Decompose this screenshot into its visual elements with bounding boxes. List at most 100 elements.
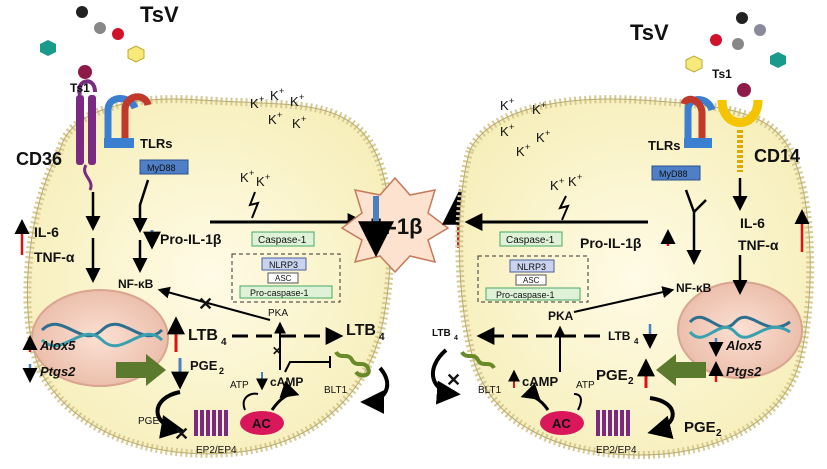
svg-text:K: K [536,130,545,145]
svg-text:+: + [301,114,306,124]
right-tnfa-label: TNF-α [738,237,779,253]
svg-text:+: + [525,142,530,152]
right-nfkb-label: NF-κB [676,281,712,295]
right-pka-label: PKA [548,309,574,323]
svg-text:Caspase-1: Caspase-1 [506,235,555,246]
svg-text:4: 4 [379,332,385,343]
right-ts1-label: Ts1 [712,67,732,81]
left-toxin-particle [76,6,88,18]
right-ep-label: EP2/EP4 [596,445,637,456]
right-alox5-label: Alox5 [725,338,762,353]
svg-text:K: K [256,174,265,189]
right-cell: TsV Ts1 CD14 TLRs MyD88 K+ K+ K+ K+ K+ K… [430,12,815,460]
right-potassium-ions: K+ K+ K+ K+ K+ K+ K+ [500,96,582,193]
left-camp-label: cAMP [270,375,303,389]
svg-text:+: + [249,168,254,178]
right-myd88-label: MyD88 [659,169,688,179]
right-camp-label: cAMP [522,374,558,389]
right-procaspase-label: Pro-caspase-1 [496,290,555,300]
left-myd88-box [139,159,189,175]
svg-text:+: + [259,94,264,104]
right-green-arrow [656,354,706,386]
right-nlrp3-label: NLRP3 [517,262,546,272]
right-caspase-box [499,231,563,247]
right-ltb4-label: LTB [608,329,631,343]
cd36-label: CD36 [16,149,62,169]
left-cell: TsV Ts1 CD36 TLRs MyD88 K+ K+ K+ K+ K+ K… [14,2,395,458]
left-ac-icon [240,411,284,435]
left-atp-label: ATP [230,380,249,391]
cd14-receptor-icon [717,99,763,172]
right-blt1-receptor-icon [460,350,496,370]
right-ep-receptor-icon [596,410,630,436]
svg-text:K: K [268,112,277,127]
svg-text:K: K [568,174,577,189]
left-asc-label: ASC [275,274,292,283]
right-blt1-loop-arrow [430,348,461,405]
right-myd88-box [651,165,701,181]
left-tlr-receptor-icon [104,93,152,148]
left-blt1-receptor-icon [334,350,371,378]
svg-text:+: + [541,100,546,110]
left-pge2-label: PGE [190,358,218,373]
right-ltb4-ext-label: LTB [432,328,451,339]
svg-text:+: + [559,176,564,186]
right-pge2-loop-arrow [647,396,675,439]
left-ep-receptor-icon [194,410,228,436]
left-pge2-loop-arrow [155,390,185,439]
svg-text:+: + [279,86,284,96]
left-ptgs2-label: Ptgs2 [40,364,76,379]
svg-text:K: K [516,144,525,159]
left-tnfa-label: TNF-α [34,249,75,265]
svg-text:+: + [299,92,304,102]
svg-text:4: 4 [454,335,458,342]
left-ts1-label: Ts1 [70,81,90,95]
svg-text:K: K [240,170,249,185]
svg-text:K: K [250,96,259,111]
left-ltb4-ext-label: LTB [346,322,376,339]
left-procaspase-label: Pro-caspase-1 [250,288,309,298]
left-tsv-label: TsV [140,2,179,27]
svg-text:Caspase-1: Caspase-1 [258,235,307,246]
left-myd88-label: MyD88 [147,163,176,173]
left-caspase-box [251,231,315,247]
right-tsv-label: TsV [630,20,669,45]
right-tlr-receptor-icon [680,95,716,148]
svg-text:K: K [500,98,509,113]
left-toxin-hexagon [40,40,56,56]
cd14-label: CD14 [754,146,800,166]
left-inflammasome-frame [231,253,341,303]
right-pge2-label: PGE [596,367,628,384]
left-k-efflux-icon [248,191,260,219]
svg-text:+: + [509,122,514,132]
svg-text:K: K [550,178,559,193]
left-il6-label: IL-6 [34,224,59,240]
left-blt1-loop-arrow [360,366,390,414]
left-potassium-ions: K+ K+ K+ K+ K+ K+ K+ [240,86,306,189]
svg-text:+: + [509,96,514,106]
left-nfkb-label: NF-κB [118,277,154,291]
right-tlrs-label: TLRs [648,138,681,153]
svg-text:✕: ✕ [446,370,461,390]
left-tlrs-label: TLRs [140,136,173,151]
svg-text:K: K [270,88,279,103]
left-ep-label: EP2/EP4 [196,445,237,456]
left-pge2-ext-label: PGE [138,416,159,427]
left-pka-label: PKA [268,308,288,319]
svg-text:2: 2 [716,428,722,439]
svg-text:K: K [532,102,541,117]
svg-text:+: + [277,110,282,120]
right-pro-il1b-label: Pro-IL-1β [580,235,642,251]
svg-text:K: K [290,94,299,109]
svg-text:2: 2 [628,376,634,387]
left-green-arrow [116,354,166,386]
svg-text:K: K [292,116,301,131]
svg-text:✕: ✕ [272,344,282,358]
right-toxin-hexagon [685,55,703,73]
right-inflammasome-frame [477,255,589,303]
left-alox5-label: Alox5 [39,338,76,353]
left-nlrp3-label: NLRP3 [269,260,298,270]
left-inhibit-mark: ✕ [198,294,213,314]
right-blt1-label: BLT1 [478,385,502,396]
